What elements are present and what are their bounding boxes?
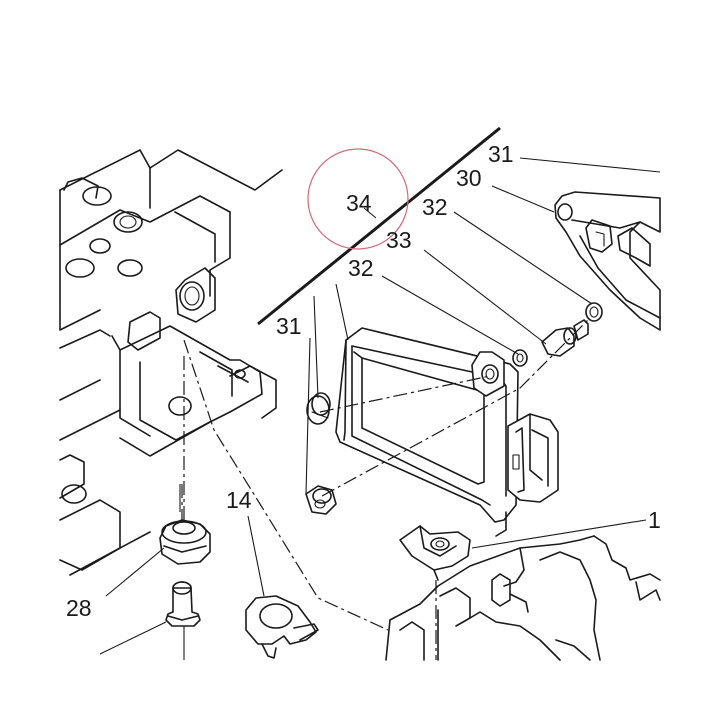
washer-32-upper [585, 302, 603, 322]
body-structure-left [59, 149, 283, 576]
callout-31-left: 31 [276, 313, 302, 339]
highlight-circle [307, 148, 409, 250]
callout-labels: 34 31 30 32 33 32 31 1 14 28 [66, 141, 661, 621]
bracket-30 [554, 191, 661, 331]
rubber-bush-28 [159, 519, 211, 565]
leader-lines [99, 157, 661, 660]
bolt-33 [541, 319, 589, 357]
callout-32-top: 32 [422, 194, 448, 220]
callout-14: 14 [226, 487, 252, 513]
control-module-34 [335, 327, 559, 537]
callout-31-top: 31 [488, 141, 514, 167]
callout-32-mid: 32 [348, 255, 374, 281]
callout-30: 30 [456, 165, 482, 191]
hose-clip-14 [245, 595, 319, 659]
lower-panel-right [385, 535, 661, 661]
clip-nut-1 [399, 525, 471, 581]
callout-34: 34 [346, 190, 372, 216]
spacer-sleeve-28 [165, 581, 201, 627]
callout-1: 1 [648, 507, 661, 533]
callout-33: 33 [386, 227, 412, 253]
assembly-centerlines [181, 317, 591, 660]
washer-32-lower [512, 349, 528, 367]
group-separator-line [257, 126, 501, 326]
callout-28: 28 [66, 595, 92, 621]
